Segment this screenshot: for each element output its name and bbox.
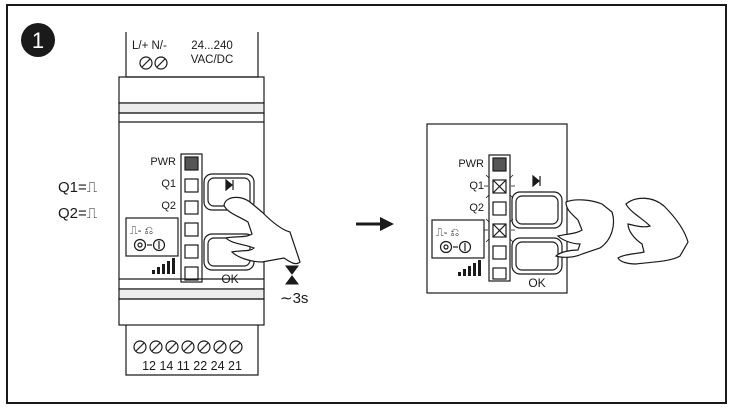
device-left: L/+ N/- 24...240 VAC/DC PWR Q1 Q2 [118,32,301,376]
ok-label-right: OK [528,276,545,290]
note-q1: Q1=⎍ [58,179,98,196]
hand-left-icon [223,196,301,265]
mode-symbol-right: ⎍- ⎌ [436,227,459,239]
device-right: PWR Q1 Q2 ⎍- ⎌ [426,123,568,294]
led-label-q1: Q1 [161,178,176,190]
terminal-label-voltage: 24...240 [191,40,233,52]
ok-label-left: OK [221,272,238,286]
terminal-label-vacdc: VAC/DC [191,54,234,66]
led-label-q1-right: Q1 [469,180,484,192]
led-label-pwr-right: PWR [458,158,484,170]
top-screw-terminals [139,56,168,70]
terminal-label-power: L/+ N/- [132,40,167,52]
note-q2: Q2=⎍ [58,205,98,222]
hold-time: ∼3s [280,290,308,307]
bottom-screw-terminals [133,340,243,354]
led-label-pwr: PWR [150,156,176,168]
led-label-q2: Q2 [161,200,176,212]
mode-dial-icon-right [439,240,472,254]
transition-arrow-icon [356,217,394,231]
mode-symbol: ⎍- ⎌ [130,225,153,237]
bottom-terminal-numbers: 12 14 11 22 24 21 [142,359,242,373]
led-column-right [492,157,507,280]
signal-bars-icon-right [458,260,481,276]
led-column [184,156,199,281]
arrow-icon-right [532,174,541,188]
arrow-icon [225,178,234,192]
step-number: 1 [32,28,44,53]
step-badge: 1 [21,23,55,57]
led-label-q2-right: Q2 [469,202,484,214]
mode-dial-icon [133,238,166,252]
signal-bars-icon [152,258,175,274]
hand-right-icon [554,197,689,265]
hourglass-icon [285,265,299,285]
